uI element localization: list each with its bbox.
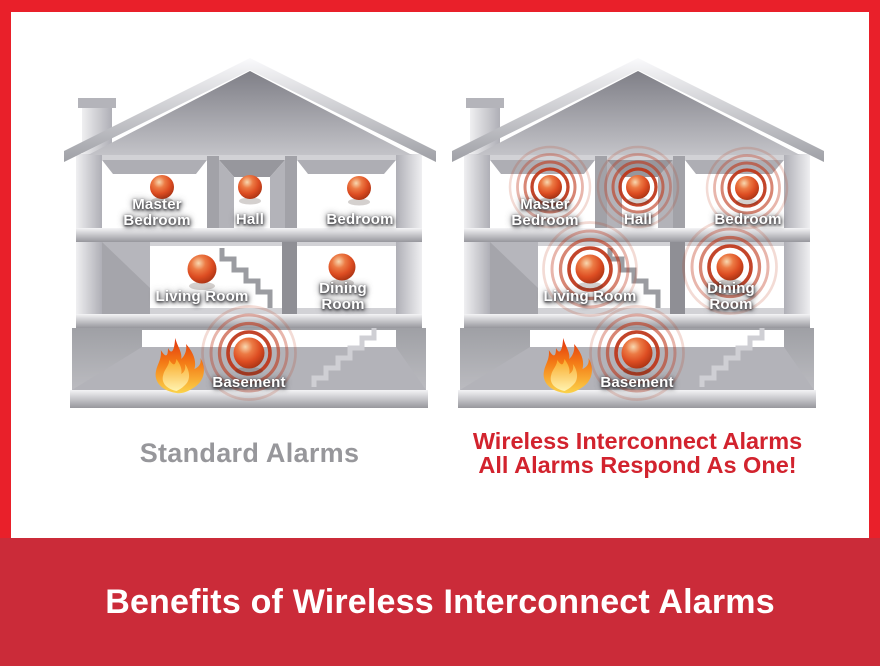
house-illustration [452, 58, 824, 408]
alarm-dining-room [682, 219, 778, 315]
alarm-sphere [187, 254, 217, 284]
alarm-rings [201, 305, 297, 401]
alarm-hall [596, 145, 680, 229]
standard-alarms-caption: Standard Alarms [62, 438, 437, 469]
middle-floor [102, 242, 396, 314]
alarm-rings [596, 145, 680, 229]
room-label-basement: Basement [600, 374, 674, 392]
basement-stairs-icon [699, 328, 765, 387]
floor-slab-lower [76, 314, 422, 328]
room-label-master-bedroom: Master Bedroom [123, 196, 191, 229]
alarm-basement [201, 305, 297, 401]
wireless-caption-line1: Wireless Interconnect Alarms [472, 428, 803, 454]
attic-interior [88, 71, 412, 155]
standard-alarms-house: Master Bedroom Hall Bedroom Living Room … [62, 56, 437, 416]
room-label-living-room: Living Room [543, 288, 637, 306]
alarm-master-bedroom [508, 145, 592, 229]
alarm-sphere [538, 175, 562, 199]
alarm-rings [589, 305, 685, 401]
alarm-sphere [347, 176, 371, 200]
bottom-banner: Benefits of Wireless Interconnect Alarms [0, 538, 880, 666]
foundation [70, 390, 428, 408]
alarm-sphere [238, 175, 262, 199]
alarm-hall [238, 175, 262, 205]
room-label-bedroom: Bedroom [326, 211, 394, 229]
room-label-bedroom: Bedroom [714, 211, 782, 229]
room-label-dining-room: Dining Room [707, 280, 755, 313]
fire-icon [155, 338, 204, 394]
alarm-living-room [187, 254, 217, 290]
wireless-alarms-caption: Wireless Interconnect Alarms All Alarms … [444, 428, 831, 478]
alarm-bedroom [705, 146, 789, 230]
standard-alarms-caption-text: Standard Alarms [139, 438, 360, 468]
alarm-bedroom [347, 176, 371, 206]
floor-slab-lower [464, 314, 810, 328]
room-label-basement: Basement [212, 374, 286, 392]
room-label-master-bedroom: Master Bedroom [511, 196, 579, 229]
alarm-basement [589, 305, 685, 401]
alarm-sphere [626, 175, 650, 199]
alarm-dining-room [328, 253, 356, 287]
floor-slab-upper [76, 228, 422, 242]
alarm-rings [705, 146, 789, 230]
alarm-living-room [542, 221, 638, 317]
foundation [458, 390, 816, 408]
alarm-rings [542, 221, 638, 317]
alarm-master-bedroom [150, 175, 174, 205]
room-label-hall: Hall [235, 211, 265, 229]
alarm-sphere [328, 253, 356, 281]
alarm-sphere [735, 176, 759, 200]
stairs-icon [607, 248, 661, 308]
basement-stairs-icon [311, 328, 377, 387]
alarm-rings [508, 145, 592, 229]
room-label-hall: Hall [623, 211, 653, 229]
alarm-sphere [150, 175, 174, 199]
alarm-sphere [575, 254, 605, 284]
attic-interior [476, 71, 800, 155]
alarm-sphere [716, 253, 744, 281]
alarm-sphere [233, 337, 265, 369]
wireless-caption-line2: All Alarms Respond As One! [478, 451, 797, 478]
room-label-living-room: Living Room [155, 288, 249, 306]
house-illustration [64, 58, 436, 408]
room-label-dining-room: Dining Room [319, 280, 367, 313]
top-floor [102, 156, 396, 231]
alarm-rings [682, 219, 778, 315]
alarm-sphere [621, 337, 653, 369]
wireless-interconnect-house: Master Bedroom Hall Bedroom Living Room … [450, 56, 825, 416]
stairs-icon [219, 248, 273, 308]
banner-title: Benefits of Wireless Interconnect Alarms [105, 582, 775, 621]
fire-icon [543, 338, 592, 394]
